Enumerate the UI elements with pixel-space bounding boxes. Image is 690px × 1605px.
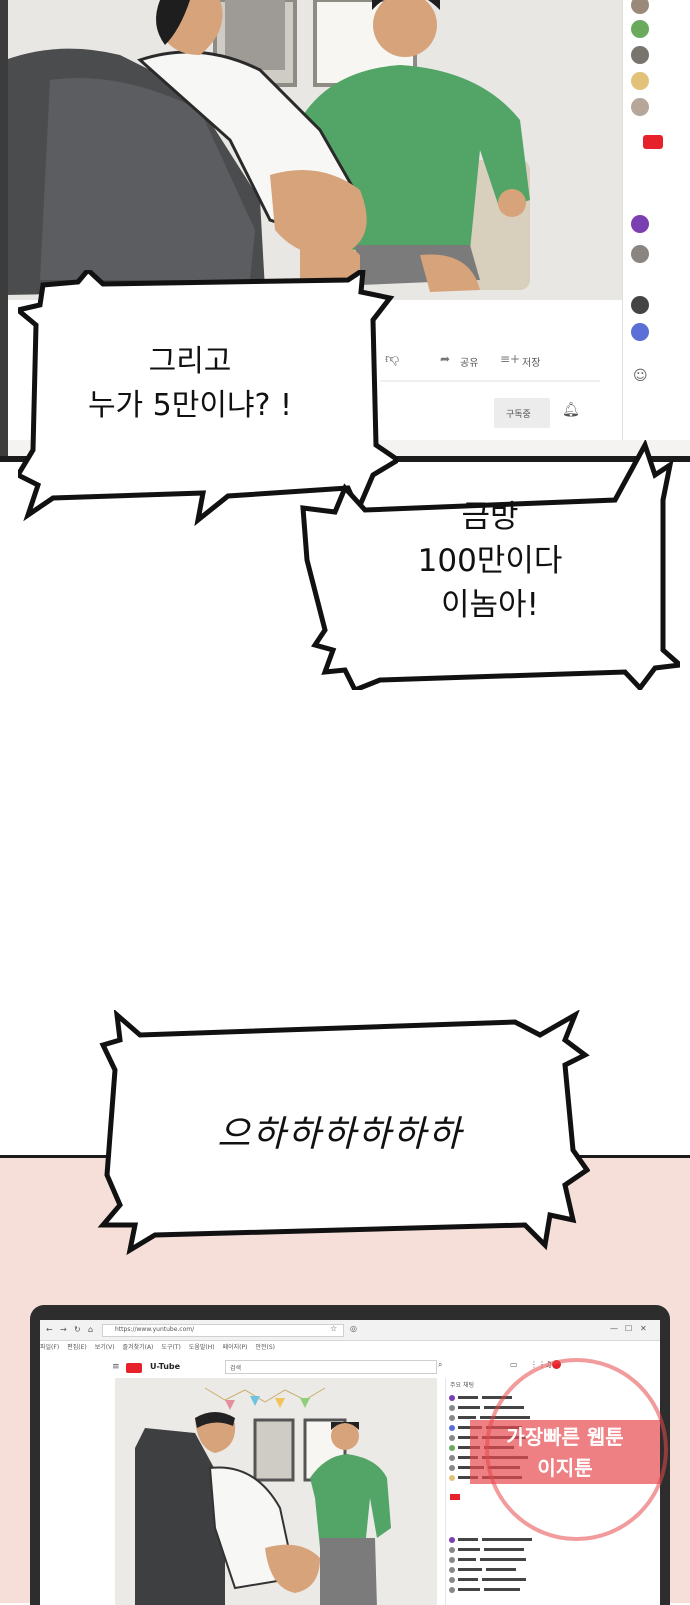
close-icon[interactable]: ✕: [640, 1324, 647, 1333]
bell-icon[interactable]: 🔔︎: [562, 402, 580, 418]
bubble-2-line-3: 이놈아!: [441, 587, 539, 623]
video-player[interactable]: [115, 1378, 437, 1605]
chat-avatar: [631, 296, 649, 314]
chat-avatar: [631, 323, 649, 341]
hamburger-icon[interactable]: ≡: [112, 1362, 120, 1372]
search-input[interactable]: 검색: [225, 1360, 437, 1374]
chat-avatar: [631, 20, 649, 38]
chat-header: 주요 채팅: [450, 1382, 474, 1389]
menu-item[interactable]: 도움말(H): [188, 1344, 215, 1351]
address-bar[interactable]: https://www.yuntube.com/: [102, 1324, 344, 1337]
bubble-2-line-2: 100만이다: [417, 543, 563, 579]
dislike-icon[interactable]: 👎︎: [385, 351, 400, 367]
star-icon[interactable]: ☆: [330, 1324, 338, 1333]
watermark-text-1: 가장빠른 웹툰: [506, 1425, 624, 1449]
share-label[interactable]: 공유: [460, 358, 479, 369]
chat-avatar: [631, 215, 649, 233]
chat-avatar: [631, 0, 649, 14]
browser-toolbar: ← → ↻ ⌂ https://www.yuntube.com/ ☆ ◎ — ☐…: [40, 1320, 660, 1341]
save-label[interactable]: 저장: [522, 358, 541, 369]
chat-avatar: [631, 46, 649, 64]
chat-avatar: [631, 245, 649, 263]
chat-avatar: [631, 72, 649, 90]
bubble-2-text: 금방 100만이다 이놈아!: [340, 495, 640, 627]
subscribe-button[interactable]: 구독중: [506, 410, 531, 420]
apps-icon[interactable]: ⋮⋮: [530, 1360, 546, 1369]
speech-bubble-2: [300, 440, 680, 690]
bubble-1-line-2: 누가 5만이냐? !: [87, 388, 293, 423]
bubble-1-line-1: 그리고: [148, 344, 232, 379]
menu-item[interactable]: 도구(T): [161, 1344, 181, 1351]
back-icon[interactable]: ←: [46, 1325, 53, 1334]
emoji-icon[interactable]: ☺: [633, 368, 648, 384]
camera-icon[interactable]: ▭: [510, 1360, 518, 1369]
youtube-icon: [643, 135, 663, 149]
url-text: https://www.yuntube.com/: [115, 1326, 195, 1333]
bubble-1-text: 그리고 누가 5만이냐? !: [40, 340, 340, 428]
menu-item[interactable]: 페이지(P): [222, 1344, 248, 1351]
minimize-icon[interactable]: —: [610, 1324, 618, 1333]
maximize-icon[interactable]: ☐: [625, 1324, 633, 1333]
watermark-text-2: 이지툰: [537, 1456, 593, 1480]
menu-item[interactable]: 보기(V): [94, 1344, 115, 1351]
globe-icon[interactable]: ◎: [350, 1324, 357, 1333]
chat-avatar: [631, 98, 649, 116]
search-icon[interactable]: ⌕: [438, 1360, 443, 1369]
refresh-icon[interactable]: ↻: [74, 1325, 81, 1334]
chat-sidebar: ☺: [622, 0, 690, 440]
home-icon[interactable]: ⌂: [88, 1325, 94, 1334]
playlist-add-icon[interactable]: ≡+: [500, 352, 521, 366]
menu-item[interactable]: 즐겨찾기(A): [122, 1344, 154, 1351]
share-icon[interactable]: ➦: [440, 352, 451, 366]
menu-item[interactable]: 편집(E): [67, 1344, 87, 1351]
bubble-2-line-1: 금방: [461, 499, 519, 535]
site-brand[interactable]: U-Tube: [150, 1362, 181, 1371]
browser-menu-bar: 파일(F) 편집(E) 보기(V) 즐겨찾기(A) 도구(T) 도움말(H) 페…: [40, 1342, 660, 1354]
speech-bubble-3: [97, 1010, 590, 1255]
menu-item[interactable]: 안전(S): [255, 1344, 275, 1351]
watermark-band: [470, 1420, 660, 1484]
search-placeholder: 검색: [230, 1365, 242, 1372]
forward-icon[interactable]: →: [60, 1325, 67, 1334]
menu-item[interactable]: 파일(F): [40, 1344, 60, 1351]
utube-logo-icon: [126, 1363, 142, 1373]
bubble-3-text: 으하하하하하하: [217, 1114, 463, 1155]
